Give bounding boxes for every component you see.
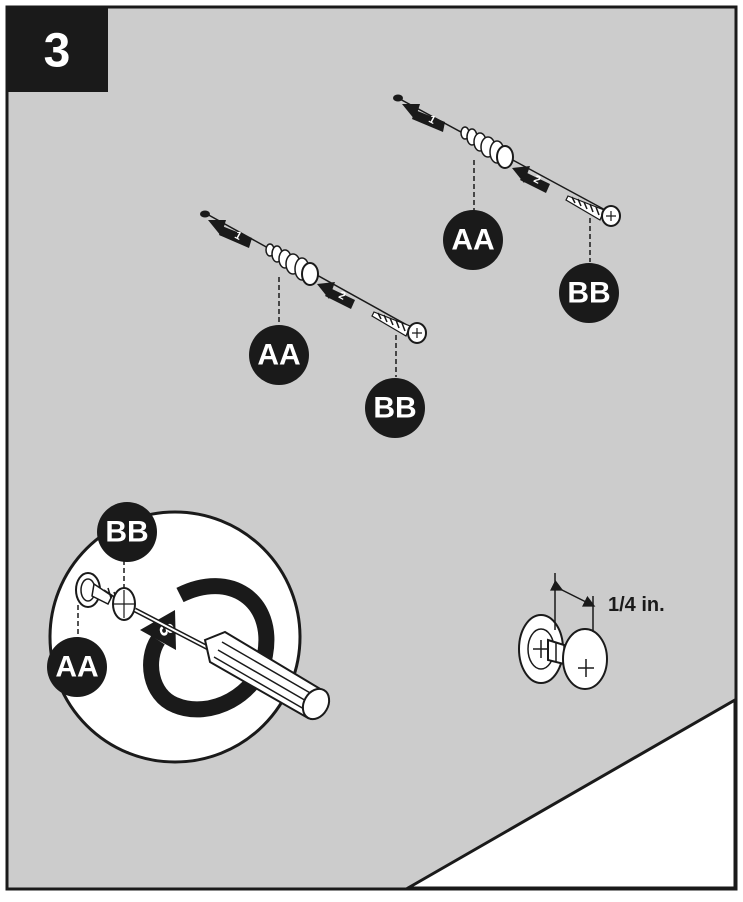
step-number-box: 3 xyxy=(8,8,108,92)
drill-hole-icon xyxy=(200,210,210,218)
direction-arrow-1: 1 xyxy=(208,220,252,248)
screwdriver-detail-view: 3 BB AA xyxy=(47,502,331,764)
step-number: 3 xyxy=(44,25,71,78)
drill-hole-icon xyxy=(393,94,403,102)
wall-anchor-icon xyxy=(460,126,514,169)
wall-surface xyxy=(5,5,738,891)
callout-bb: BB xyxy=(559,263,619,323)
callout-bb-label: BB xyxy=(105,516,148,549)
gap-dimension: 1/4 in. xyxy=(549,573,665,632)
arrow-1-label: 1 xyxy=(232,229,243,242)
finished-screw-detail: 1/4 in. xyxy=(518,573,665,690)
gap-dimension-label: 1/4 in. xyxy=(608,594,665,616)
anchor-flange-icon xyxy=(75,572,113,608)
direction-arrow-1: 1 xyxy=(402,104,445,132)
callout-aa-label: AA xyxy=(55,651,98,684)
arrow-2-label: 2 xyxy=(336,289,347,302)
arrow-1-label: 1 xyxy=(426,113,437,126)
direction-arrow-2: 2 xyxy=(317,282,355,309)
callout-aa: AA xyxy=(443,210,503,270)
callout-aa: AA xyxy=(47,637,107,697)
callout-bb: BB xyxy=(365,378,425,438)
direction-arrow-2: 2 xyxy=(512,166,550,193)
screw-head-icon xyxy=(562,628,608,690)
callout-aa-label: AA xyxy=(257,339,300,372)
upper-right-anchor-assembly: 1 2 AA xyxy=(393,94,621,323)
callout-bb-label: BB xyxy=(373,392,416,425)
callout-bb: BB xyxy=(97,502,157,562)
screwdriver-icon xyxy=(133,607,331,721)
wall-anchor-icon xyxy=(265,243,319,286)
callout-aa-label: AA xyxy=(451,224,494,257)
callout-aa: AA xyxy=(249,325,309,385)
floor-area xyxy=(402,697,737,890)
screw-icon xyxy=(371,311,427,344)
middle-left-anchor-assembly: 1 2 AA BB xyxy=(200,210,427,438)
callout-bb-label: BB xyxy=(567,277,610,310)
arrow-2-label: 2 xyxy=(531,173,542,186)
screw-icon xyxy=(565,195,621,227)
